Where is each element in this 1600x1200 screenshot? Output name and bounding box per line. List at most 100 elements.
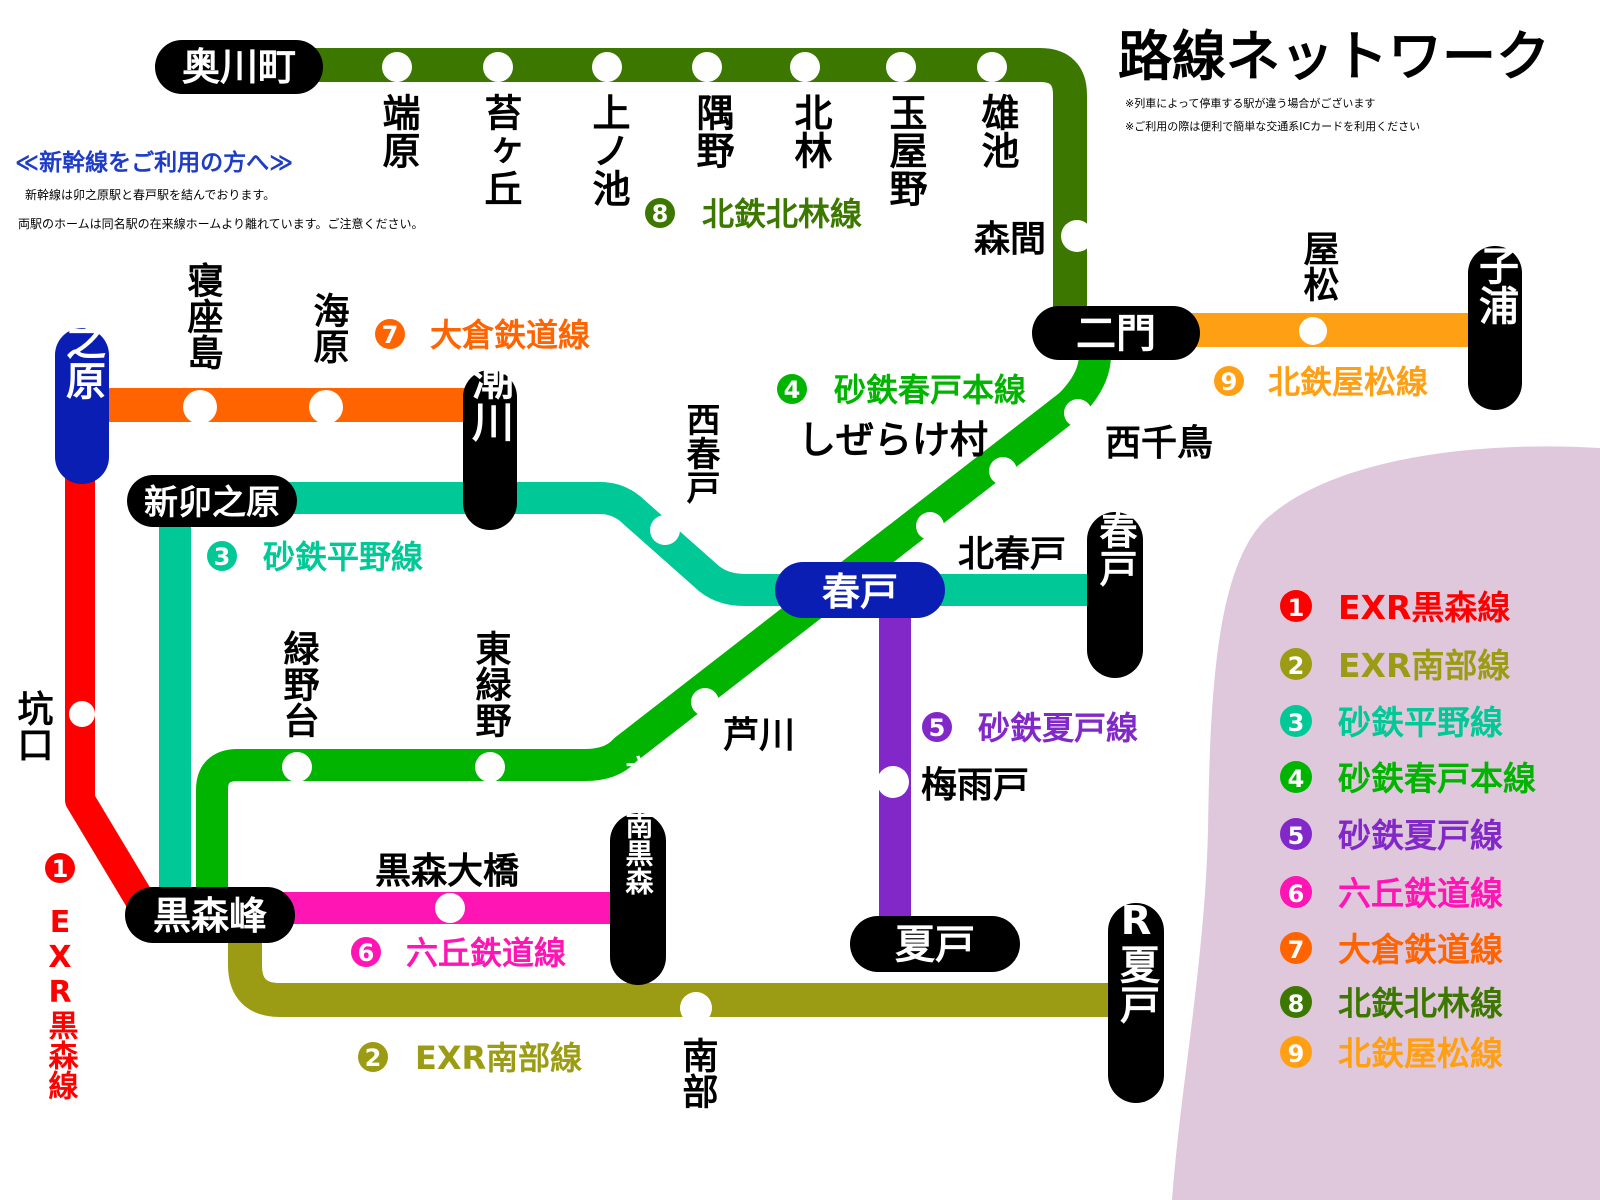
label-shinharuto: 新春戸 (1093, 473, 1137, 587)
label-kuromorimine: 黒森峰 (153, 894, 267, 938)
station-dot-tamayano[interactable] (886, 52, 916, 82)
note-1: ※列車によって停車する駅が違う場合がございます (1125, 96, 1375, 110)
label-ashikawa: 芦川 (723, 715, 795, 756)
station-dot-sumino[interactable] (692, 52, 722, 82)
station-dot-sakaguchi[interactable] (69, 701, 95, 727)
station-dot-ashikawa[interactable] (691, 688, 719, 716)
station-block-rokutetsu[interactable] (610, 813, 666, 985)
shinkansen-note-2: 両駅のホームは同名駅の在来線ホームより離れています。ご注意ください。 (18, 216, 423, 231)
station-dot-nanbu[interactable] (680, 992, 712, 1024)
line-1-map-label: EXR黒森線 (43, 905, 79, 1100)
line-9-badge-num: 9 (1221, 368, 1238, 396)
station-dot-morima[interactable] (1061, 220, 1093, 252)
station-dots (69, 52, 1327, 1024)
line-8-track (230, 48, 1087, 330)
legend-item-1: EXR黒森線 (1338, 588, 1510, 627)
legend-badge-1 (1280, 590, 1312, 622)
station-block-okukawacho[interactable] (155, 40, 323, 94)
station-dot-hashihara[interactable] (382, 52, 412, 82)
legend-badge-9 (1280, 1036, 1312, 1068)
station-block-kuromorimine[interactable] (125, 887, 295, 943)
label-nezashima: 寝座島 (182, 261, 224, 370)
station-block-shinunohara[interactable] (127, 475, 297, 527)
station-block-exrnatsuto[interactable] (1108, 903, 1164, 1103)
legend-badge-4 (1280, 761, 1312, 793)
line-2-track (228, 915, 1130, 1017)
line-7-badge (375, 319, 405, 349)
legend-item-4: 砂鉄春戸本線 (1338, 759, 1536, 798)
station-dot-nishiharuto[interactable] (650, 515, 680, 545)
line-6-badge-num: 6 (358, 939, 375, 967)
label-shizeraken: しぜらけ村 (798, 418, 988, 462)
label-tsuyuto: 梅雨戸 (921, 765, 1029, 806)
note-2: ※ご利用の際は便利で簡単な交通系ICカードを利用ください (1125, 119, 1420, 133)
station-dot-midorinodai[interactable] (282, 752, 312, 782)
label-morima: 森間 (974, 219, 1046, 260)
line-3-badge (207, 541, 237, 571)
line-8-badge (645, 198, 675, 228)
label-nimon: 二門 (1076, 311, 1156, 357)
legend-item-9: 北鉄屋松線 (1338, 1034, 1503, 1073)
line-5-badge (922, 712, 952, 742)
label-tamayano: 玉屋野 (883, 93, 927, 207)
station-dot-kitaharuto[interactable] (916, 512, 944, 540)
station-dot-nezashima[interactable] (183, 390, 217, 424)
line-4-badge (777, 374, 807, 404)
line-9-badge (1214, 366, 1244, 396)
legend-badge-1-num: 1 (1288, 594, 1305, 622)
map-title: 路線ネットワーク (1118, 25, 1550, 88)
station-block-tamakoura[interactable] (1468, 246, 1522, 410)
legend-background (1172, 446, 1600, 1200)
legend-badge-2-num: 2 (1288, 652, 1305, 680)
legend-item-5: 砂鉄夏戸線 (1338, 816, 1503, 855)
station-dot-tsuyuto[interactable] (877, 766, 909, 798)
line-8-badge-num: 8 (652, 200, 669, 228)
station-dot-nishichidori[interactable] (1064, 399, 1092, 427)
label-oike: 雄池 (975, 93, 1019, 169)
label-nanbu: 南部 (677, 1037, 718, 1109)
label-yamatsu: 屋松 (1298, 230, 1340, 302)
station-block-natsuto[interactable] (850, 916, 1020, 972)
label-okukawacho: 奥川町 (182, 45, 296, 89)
legend-badge-9-num: 9 (1288, 1040, 1305, 1068)
label-kuromoriohashi: 黒森大橋 (375, 851, 519, 892)
label-nishichidori: 西千鳥 (1105, 423, 1213, 464)
line-2-badge-num: 2 (365, 1044, 382, 1072)
legend-badge-3 (1280, 705, 1312, 737)
legend-badge-8 (1280, 986, 1312, 1018)
legend-badge-2 (1280, 648, 1312, 680)
line-2-badge (358, 1042, 388, 1072)
station-dot-higashimidorino[interactable] (475, 752, 505, 782)
station-block-nimon[interactable] (1032, 306, 1200, 360)
legend-badge-6-num: 6 (1288, 880, 1305, 908)
legend-badge-5 (1280, 818, 1312, 850)
station-block-shinharuto[interactable] (1087, 512, 1143, 678)
line-1-badge-num: 1 (52, 855, 69, 883)
legend: 1 EXR黒森線 2 EXR南部線 3 砂鉄平野線 4 砂鉄春戸本線 5 砂鉄夏… (1280, 588, 1536, 1073)
station-dot-kuromoriohashi[interactable] (435, 893, 465, 923)
station-dot-kokegaoka[interactable] (483, 52, 513, 82)
legend-badge-7-num: 7 (1288, 936, 1305, 964)
line-2-map-label: EXR南部線 (415, 1039, 582, 1077)
label-sumino: 隅野 (690, 93, 734, 169)
line-1-badge (45, 853, 75, 883)
station-dot-kitabayashi[interactable] (790, 52, 820, 82)
line-5-badge-num: 5 (929, 714, 946, 742)
station-dot-yamatsu[interactable] (1299, 317, 1327, 345)
line-6-badge (351, 937, 381, 967)
station-dot-shizeraken[interactable] (989, 457, 1017, 485)
station-dot-unabara[interactable] (309, 390, 343, 424)
station-block-ushiokawa[interactable] (463, 370, 517, 530)
line-3-badge-num: 3 (214, 543, 231, 571)
label-rokutetsu: 六鉄南黒森 (622, 755, 655, 895)
legend-item-8: 北鉄北林線 (1338, 984, 1503, 1023)
station-dot-kaminoike[interactable] (592, 52, 622, 82)
station-block-unohara[interactable] (55, 328, 109, 484)
line-5-map-label: 砂鉄夏戸線 (978, 709, 1138, 747)
station-block-haruto[interactable] (775, 562, 945, 618)
label-midorinodai: 緑野台 (278, 630, 320, 738)
label-tamakoura: 玉子浦 (1472, 205, 1519, 325)
line-1-track (65, 470, 153, 908)
station-dot-oike[interactable] (977, 52, 1007, 82)
